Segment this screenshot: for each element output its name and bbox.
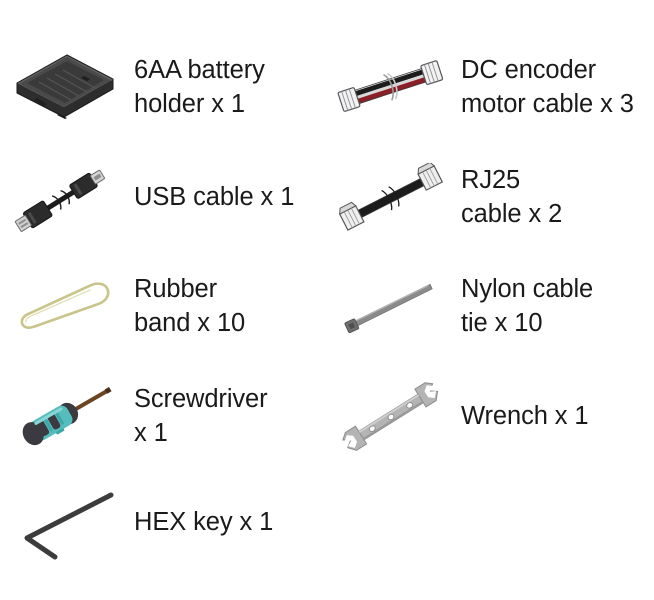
part-label: Screwdriver x 1 [134,385,268,447]
part-label: Nylon cable tie x 10 [461,275,594,337]
part-item-empty [327,468,654,578]
parts-row: HEX key x 1 [0,468,654,578]
wrench-icon [327,362,455,472]
parts-row: Rubber band x 10 Nylon cable tie x 10 [0,252,654,362]
usb-cable-icon [0,143,128,253]
part-item-rubber-band: Rubber band x 10 [0,252,327,362]
part-label: RJ25 cable x 2 [461,166,563,228]
parts-row: 6AA battery holder x 1 [0,33,654,143]
part-item-usb-cable: USB cable x 1 [0,143,327,253]
part-item-screwdriver: Screwdriver x 1 [0,362,327,472]
part-item-dc-encoder-motor-cable: DC encoder motor cable x 3 [327,33,654,143]
rj25-cable-icon [327,143,455,253]
part-item-battery-holder: 6AA battery holder x 1 [0,33,327,143]
part-label: Rubber band x 10 [134,275,246,337]
part-item-rj25-cable: RJ25 cable x 2 [327,143,654,253]
screwdriver-icon [0,362,128,472]
battery-holder-icon [0,33,128,143]
part-label: HEX key x 1 [134,508,274,537]
part-item-nylon-cable-tie: Nylon cable tie x 10 [327,252,654,362]
part-label: DC encoder motor cable x 3 [461,56,634,118]
part-label: USB cable x 1 [134,183,295,212]
rubber-band-icon [0,252,128,362]
part-label: 6AA battery holder x 1 [134,56,265,118]
dc-encoder-motor-cable-icon [327,33,455,143]
part-item-hex-key: HEX key x 1 [0,468,327,578]
hex-key-icon [0,468,128,578]
parts-row: USB cable x 1 [0,143,654,253]
nylon-cable-tie-icon [327,252,455,362]
part-label: Wrench x 1 [461,402,589,431]
part-item-wrench: Wrench x 1 [327,362,654,472]
parts-row: Screwdriver x 1 [0,362,654,472]
